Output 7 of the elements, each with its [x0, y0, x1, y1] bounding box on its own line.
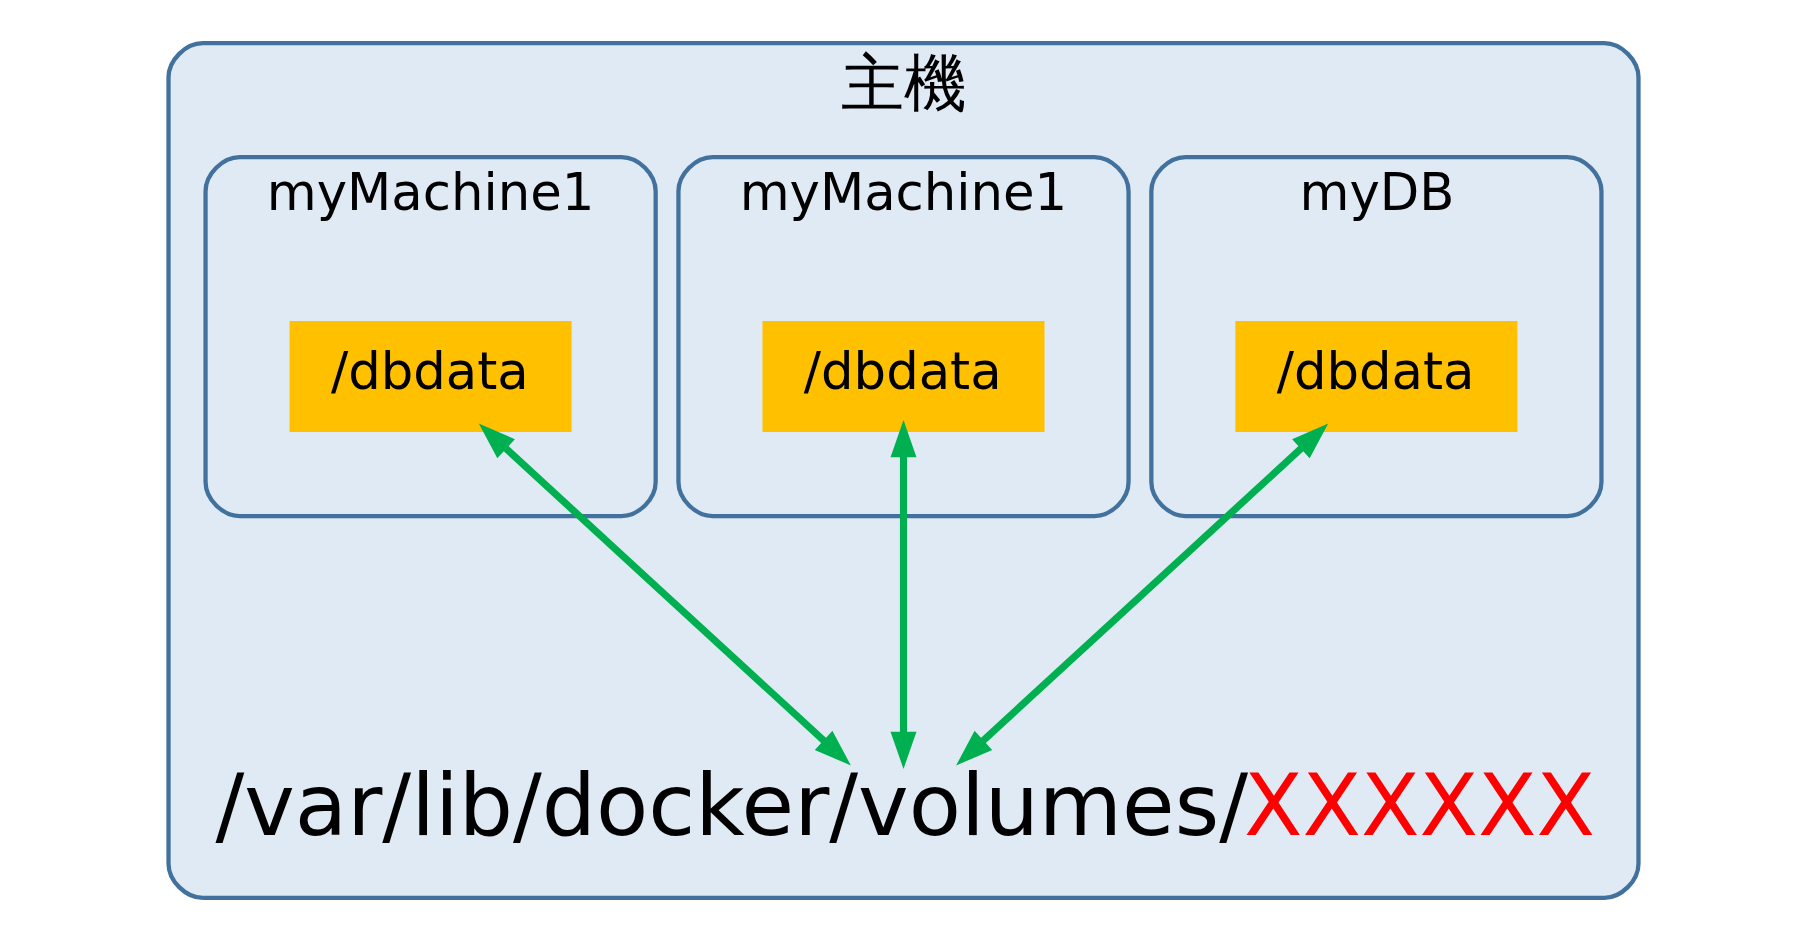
arrow [955, 423, 1328, 765]
node-box: /dbdata [1234, 320, 1517, 432]
node-text: /var/lib/docker/volumes/XXXXXX [215, 755, 1595, 855]
arrow [890, 419, 916, 769]
node-box: /dbdata [289, 320, 572, 432]
arrow [478, 423, 851, 765]
node-box: /dbdata [762, 320, 1044, 432]
